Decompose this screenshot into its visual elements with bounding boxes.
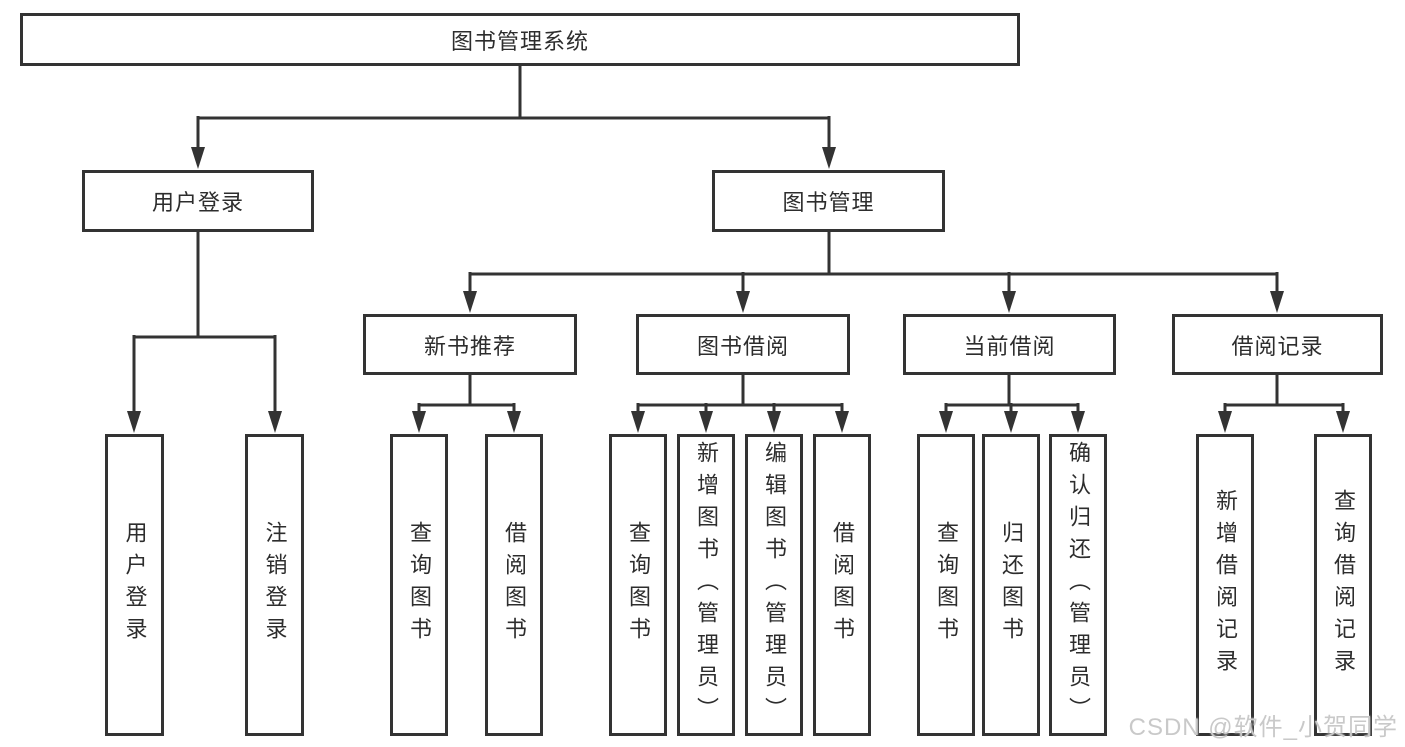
leaf-current-query-books: 查询图书 — [917, 434, 975, 736]
leaf-records-add-record: 新增借阅记录 — [1196, 434, 1254, 736]
leaf-borrow-add-books-admin-label: 新增图书（管理员） — [694, 441, 719, 729]
leaf-borrow-query-books-label: 查询图书 — [626, 521, 651, 649]
leaf-logout-label: 注销登录 — [262, 521, 288, 649]
leaf-user-login-label: 用户登录 — [122, 521, 148, 649]
leaf-records-query-record: 查询借阅记录 — [1314, 434, 1372, 736]
leaf-borrow-borrow-books: 借阅图书 — [813, 434, 871, 736]
leaf-borrow-borrow-books-label: 借阅图书 — [830, 521, 855, 649]
leaf-newrec-query-books: 查询图书 — [390, 434, 448, 736]
leaf-user-login: 用户登录 — [105, 434, 164, 736]
leaf-current-confirm-return-admin: 确认归还（管理员） — [1049, 434, 1107, 736]
group-new-book-recommend-label: 新书推荐 — [423, 333, 516, 359]
arrowheads — [127, 147, 1350, 433]
group-current-borrow-label: 当前借阅 — [963, 333, 1056, 359]
group-book-borrow-label: 图书借阅 — [696, 333, 789, 359]
leaf-borrow-edit-books-admin: 编辑图书（管理员） — [745, 434, 803, 736]
branch-user-login-label: 用户登录 — [151, 190, 244, 215]
leaf-borrow-add-books-admin: 新增图书（管理员） — [677, 434, 735, 736]
csdn-watermark: CSDN @软件_小贺同学 — [1128, 714, 1398, 741]
group-new-book-recommend: 新书推荐 — [363, 314, 577, 375]
leaf-current-return-books-label: 归还图书 — [999, 521, 1024, 649]
root-node-label: 图书管理系统 — [450, 28, 589, 54]
leaf-current-query-books-label: 查询图书 — [934, 521, 959, 649]
leaf-records-query-record-label: 查询借阅记录 — [1331, 489, 1356, 681]
leaf-newrec-query-books-label: 查询图书 — [407, 521, 432, 649]
leaf-records-add-record-label: 新增借阅记录 — [1213, 489, 1238, 681]
group-borrow-records-label: 借阅记录 — [1231, 333, 1324, 359]
leaf-newrec-borrow-books-label: 借阅图书 — [502, 521, 527, 649]
leaf-newrec-borrow-books: 借阅图书 — [485, 434, 543, 736]
leaf-borrow-query-books: 查询图书 — [609, 434, 667, 736]
group-book-borrow: 图书借阅 — [636, 314, 850, 375]
group-borrow-records: 借阅记录 — [1172, 314, 1383, 375]
branch-user-login: 用户登录 — [82, 170, 314, 232]
branch-book-management-label: 图书管理 — [782, 190, 875, 215]
leaf-current-return-books: 归还图书 — [982, 434, 1040, 736]
leaf-logout: 注销登录 — [245, 434, 304, 736]
branch-book-management: 图书管理 — [712, 170, 945, 232]
leaf-borrow-edit-books-admin-label: 编辑图书（管理员） — [762, 441, 787, 729]
group-current-borrow: 当前借阅 — [903, 314, 1116, 375]
leaf-current-confirm-return-admin-label: 确认归还（管理员） — [1066, 441, 1091, 729]
root-node: 图书管理系统 — [20, 13, 1020, 66]
